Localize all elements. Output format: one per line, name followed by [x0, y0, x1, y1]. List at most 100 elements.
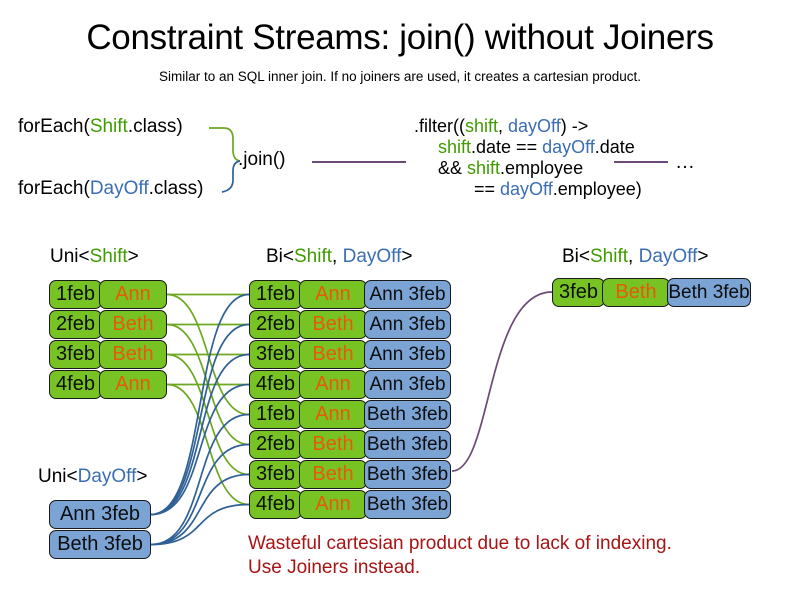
shift-name-cell: Ann [99, 280, 167, 309]
shift-name-cell-text: Ann [115, 373, 151, 395]
cartesian-dayoff-cell-text: Beth 3feb [366, 464, 449, 485]
cartesian-dayoff-cell-text: Beth 3feb [366, 404, 449, 425]
cartesian-dayoff-cell: Beth 3feb [364, 430, 451, 459]
cartesian-dayoff-cell: Beth 3feb [364, 400, 451, 429]
result-date-cell: 3feb [552, 278, 605, 307]
cartesian-dayoff-cell: Beth 3feb [364, 460, 451, 489]
cap-uni-dayoff-type: DayOff [77, 466, 137, 487]
shift-row: 4feb Ann [49, 370, 167, 399]
cartesian-row: 4feb Ann Ann 3feb [249, 370, 451, 399]
cartesian-name-cell-text: Ann [315, 283, 351, 305]
cartesian-date-cell: 4feb [249, 490, 302, 519]
cartesian-dayoff-cell: Ann 3feb [364, 310, 451, 339]
result-dayoff-cell-text: Beth 3feb [668, 282, 750, 303]
code-join-call: .join() [238, 149, 286, 170]
cartesian-name-cell-text: Beth [312, 433, 354, 455]
result-name-cell: Beth [602, 278, 670, 307]
foreach-shift-prefix: forEach( [18, 116, 90, 137]
cartesian-date-cell: 3feb [249, 340, 302, 369]
warning-line-1: Wasteful cartesian product due to lack o… [248, 533, 672, 554]
cartesian-name-cell: Beth [299, 460, 367, 489]
warning-text: Wasteful cartesian product due to lack o… [248, 532, 672, 580]
cartesian-date-cell-text: 4feb [256, 493, 295, 515]
shift-date-cell-text: 3feb [56, 343, 95, 365]
shift-name-cell-text: Beth [112, 343, 154, 365]
cartesian-date-cell-text: 3feb [256, 463, 295, 485]
cartesian-date-cell-text: 1feb [256, 283, 295, 305]
filter-open: .filter(( [414, 116, 465, 136]
brace-shift-to-join [209, 127, 241, 162]
result-dayoff-cell: Beth 3feb [667, 278, 751, 307]
shift-date-cell-text: 1feb [56, 283, 95, 305]
shift-name-cell-text: Beth [112, 313, 154, 335]
cartesian-dayoff-cell-text: Ann 3feb [369, 284, 446, 305]
filter-l4-dayoff: dayOff [500, 179, 553, 199]
cartesian-name-cell: Ann [299, 490, 367, 519]
cartesian-date-cell-text: 3feb [256, 343, 295, 365]
cartesian-date-cell-text: 2feb [256, 313, 295, 335]
cartesian-dayoff-cell: Ann 3feb [364, 370, 451, 399]
caption-bi-right: Bi<Shift, DayOff> [562, 246, 708, 268]
cartesian-date-cell-text: 2feb [256, 433, 295, 455]
cartesian-row: 4feb Ann Beth 3feb [249, 490, 451, 519]
code-foreach-shift: forEach(Shift.class) [18, 115, 183, 139]
cartesian-name-cell-text: Ann [315, 373, 351, 395]
cap-bi-mid-prefix: Bi< [266, 246, 294, 267]
cap-bi-right-type2: DayOff [638, 246, 698, 267]
filter-l2-dayoff: dayOff [542, 137, 595, 157]
shift-date-cell: 1feb [49, 280, 102, 309]
cartesian-date-cell-text: 1feb [256, 403, 295, 425]
shift-date-cell-text: 2feb [56, 313, 95, 335]
filter-l4-eq: == [474, 179, 501, 199]
filter-param-shift: shift [465, 116, 499, 136]
cartesian-dayoff-cell-text: Ann 3feb [369, 344, 446, 365]
filter-line-1: .filter((shift, dayOff) -> [414, 116, 642, 137]
filter-comma: , [498, 116, 509, 136]
shift-row: 2feb Beth [49, 310, 167, 339]
caption-bi-middle: Bi<Shift, DayOff> [266, 246, 412, 268]
foreach-dayoff-prefix: forEach( [18, 178, 90, 199]
filter-l4-end: .employee) [552, 179, 642, 199]
filter-l2-shift: shift [438, 137, 472, 157]
filter-param-dayoff: dayOff [508, 116, 561, 136]
foreach-shift-suffix: .class) [127, 116, 183, 137]
cartesian-name-cell: Beth [299, 310, 367, 339]
shift-row: 3feb Beth [49, 340, 167, 369]
cap-bi-right-prefix: Bi< [562, 246, 590, 267]
cap-bi-right-suffix: > [697, 246, 709, 267]
shift-name-cell: Beth [99, 340, 167, 369]
filter-arrow: ) -> [560, 116, 589, 136]
cap-bi-mid-type1: Shift [294, 246, 333, 267]
code-filter-block: .filter((shift, dayOff) -> shift.date ==… [414, 116, 642, 200]
caption-uni-shift: Uni<Shift> [50, 246, 139, 268]
result-name-cell-text: Beth [615, 281, 657, 303]
shift-date-cell: 2feb [49, 310, 102, 339]
cartesian-name-cell-text: Ann [315, 403, 351, 425]
filter-line-3: && shift.employee [414, 158, 642, 179]
result-row: 3feb Beth Beth 3feb [552, 278, 751, 307]
filter-l3-end: .employee [500, 158, 584, 178]
page-title: Constraint Streams: join() without Joine… [86, 18, 714, 57]
cartesian-name-cell: Ann [299, 370, 367, 399]
cartesian-dayoff-cell-text: Beth 3feb [366, 434, 449, 455]
cap-uni-shift-suffix: > [127, 246, 139, 267]
filter-l3-shift: shift [467, 158, 501, 178]
cartesian-dayoff-cell-text: Ann 3feb [369, 374, 446, 395]
cap-bi-mid-type2: DayOff [342, 246, 402, 267]
cartesian-dayoff-cell: Beth 3feb [364, 490, 451, 519]
cartesian-date-cell: 1feb [249, 400, 302, 429]
shift-name-cell: Ann [99, 370, 167, 399]
cartesian-date-cell: 3feb [249, 460, 302, 489]
cartesian-dayoff-cell-text: Beth 3feb [366, 494, 449, 515]
cartesian-date-cell: 4feb [249, 370, 302, 399]
warning-line-2: Use Joiners instead. [248, 557, 421, 578]
caption-uni-dayoff: Uni<DayOff> [38, 466, 148, 488]
cartesian-name-cell-text: Ann [315, 493, 351, 515]
cap-bi-mid-comma: , [332, 246, 343, 267]
shift-name-cell: Beth [99, 310, 167, 339]
cartesian-row: 1feb Ann Beth 3feb [249, 400, 451, 429]
shift-date-cell: 4feb [49, 370, 102, 399]
